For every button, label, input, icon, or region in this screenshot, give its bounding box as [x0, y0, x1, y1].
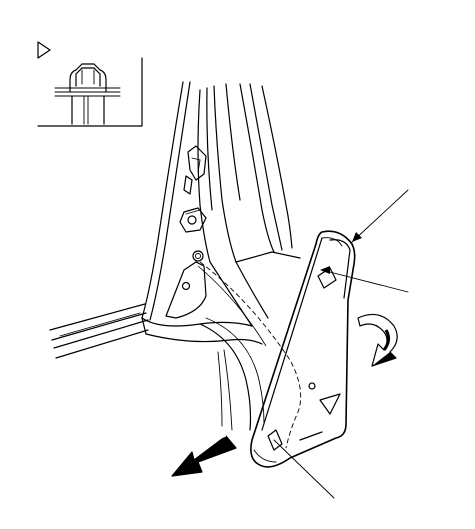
callout-arrowhead-upper	[352, 232, 362, 242]
triangle-pointer-icon	[37, 41, 51, 59]
upper-clip	[183, 145, 207, 195]
callout-leaders	[273, 189, 409, 499]
mounting-bracket	[165, 250, 207, 319]
rotation-arrow-icon	[357, 313, 398, 367]
callout-arrowhead-middle	[320, 266, 330, 274]
inset-clip-detail	[54, 63, 121, 125]
callout-leader-bottom	[273, 439, 335, 499]
panel-clip-lower	[267, 429, 283, 451]
panel-clip-middle	[319, 393, 341, 415]
callout-leader-middle	[321, 269, 409, 293]
panel-clip-pin	[308, 382, 316, 390]
door-sill	[49, 303, 149, 359]
trim-panel	[250, 230, 356, 468]
bolt	[179, 207, 207, 233]
clip-guide-line	[199, 261, 302, 449]
inset-detail	[37, 41, 143, 127]
callout-leader-upper	[351, 189, 409, 243]
inset-frame	[37, 57, 143, 127]
pillar-body	[141, 81, 301, 431]
clip-guide-line-2	[197, 265, 267, 347]
removal-arrow-icon	[171, 435, 237, 477]
grommet	[192, 250, 204, 262]
bracket-hole	[181, 281, 191, 291]
